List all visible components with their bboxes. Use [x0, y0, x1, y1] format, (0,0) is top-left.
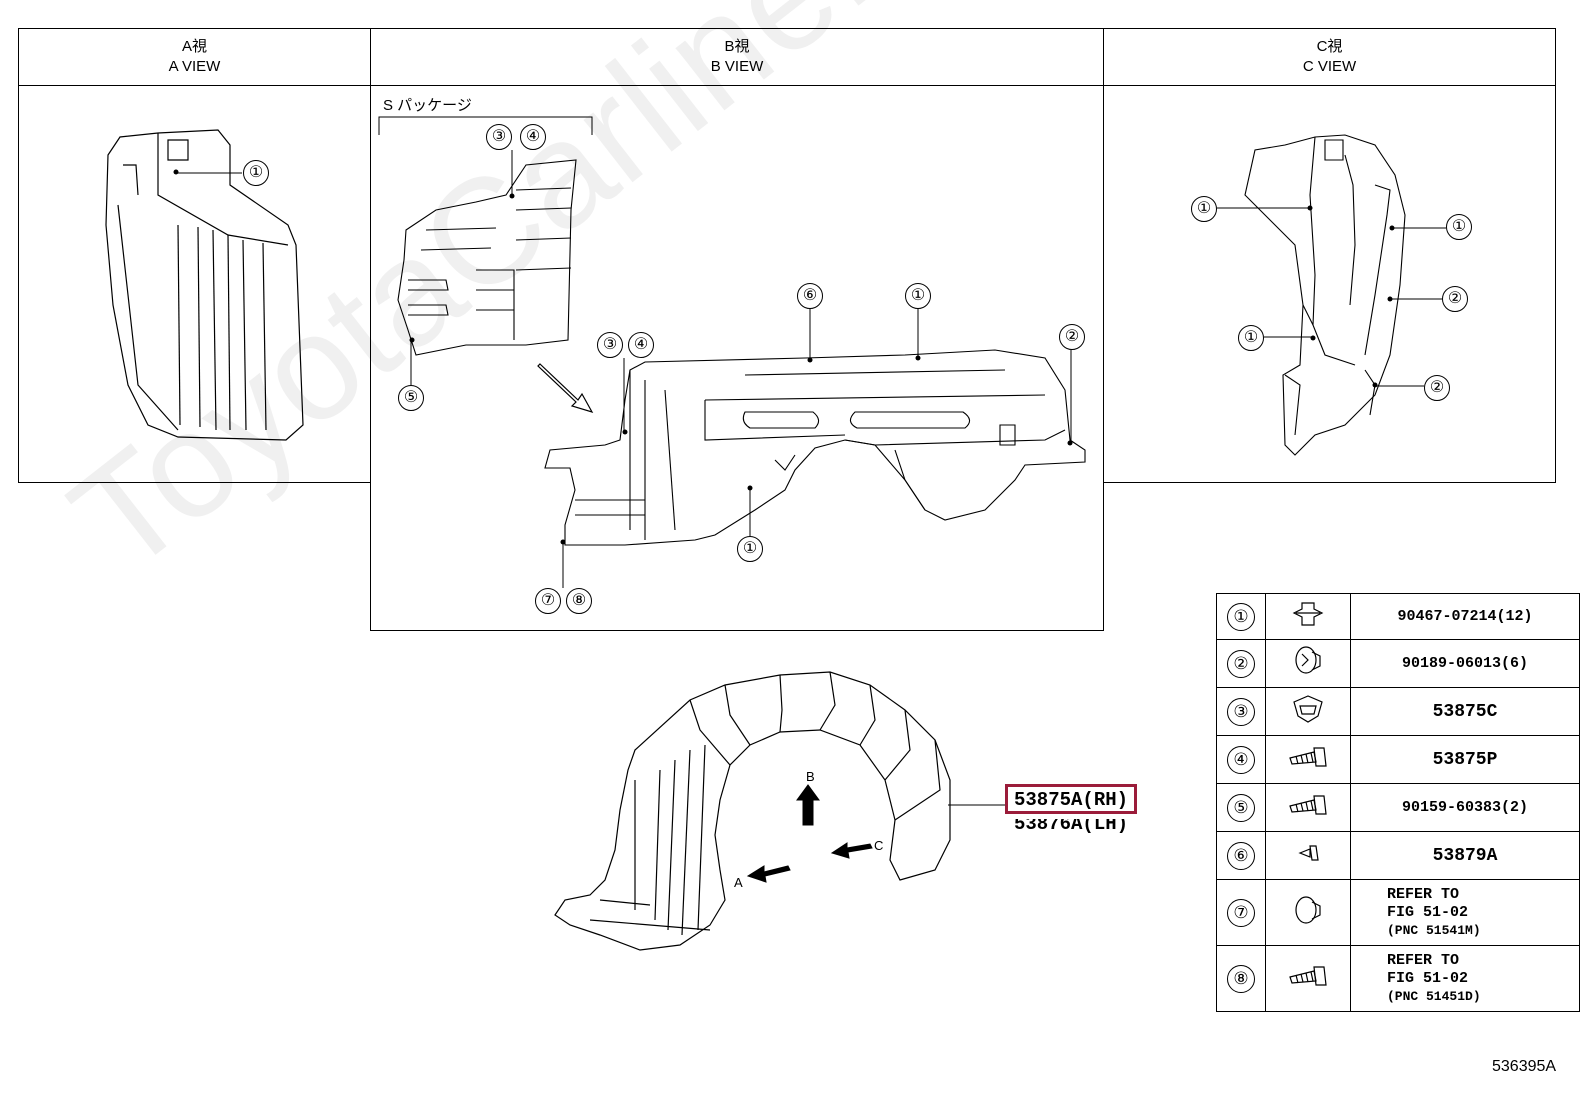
nut-clip-icon: [1295, 646, 1321, 674]
legend-refer-line2: FIG 51-02: [1387, 969, 1469, 987]
legend-row-8: ⑧ REFER TO FIG 51-02 (PNC 51451D): [1216, 945, 1580, 1012]
c-leader-1-right: [1392, 227, 1446, 229]
arrow-a-label: A: [734, 875, 743, 890]
b-inset-callout-3: ③: [486, 124, 512, 150]
c-leader-1-left-bottom: [1264, 336, 1314, 338]
b-callout-1-bottom: ①: [737, 536, 763, 562]
legend-row-4: ④ 53875P: [1216, 735, 1580, 784]
b-view-direction-arrow: [537, 363, 594, 413]
c-callout-2-upper: ②: [1442, 286, 1468, 312]
clip-icon: [1295, 896, 1321, 924]
legend-num: ③: [1227, 697, 1255, 726]
legend-refer-line3: (PNC 51541M): [1387, 922, 1481, 938]
c-view-panel: [1103, 85, 1556, 483]
nut-icon: [1293, 695, 1323, 723]
legend-refer-line1: REFER TO: [1387, 951, 1460, 969]
legend-row-1: ① 90467-07214(12): [1216, 593, 1580, 640]
b-callout-1-top: ①: [905, 283, 931, 309]
screw-icon: [1289, 747, 1327, 767]
b-callout-6: ⑥: [797, 283, 823, 309]
legend-num: ①: [1227, 602, 1255, 631]
small-clip-icon: [1298, 845, 1319, 861]
b-callout-7: ⑦: [535, 588, 561, 614]
a-view-en: A VIEW: [168, 58, 221, 75]
header-b-view: B視 B VIEW: [370, 28, 1104, 86]
legend-part[interactable]: 90159-60383(2): [1350, 783, 1580, 832]
part-number-rh-highlight[interactable]: [1005, 784, 1137, 814]
legend-num: ④: [1227, 745, 1255, 774]
b-inset-callout-4: ④: [520, 124, 546, 150]
c-callout-1-right: ①: [1446, 214, 1472, 240]
legend-part[interactable]: 90189-06013(6): [1350, 639, 1580, 688]
c-view-jp: C視: [1316, 38, 1343, 55]
a-view-jp: A視: [181, 38, 207, 55]
legend-row-6: ⑥ 53879A: [1216, 831, 1580, 880]
a-view-drawing: [105, 129, 304, 441]
legend-row-2: ② 90189-06013(6): [1216, 639, 1580, 688]
legend-part[interactable]: 53879A: [1350, 831, 1580, 880]
b-callout-4: ④: [628, 332, 654, 358]
figure-id: 536395A: [1492, 1058, 1557, 1075]
c-view-drawing: [1244, 134, 1406, 456]
c-callout-1-left-top: ①: [1191, 196, 1217, 222]
b-leader-34: [623, 358, 625, 432]
screw-icon: [1289, 795, 1327, 815]
c-view-en: C VIEW: [1302, 58, 1357, 75]
part-number-rh[interactable]: 53875A(RH): [1014, 789, 1129, 811]
legend-refer-line1: REFER TO: [1387, 885, 1460, 903]
legend-part[interactable]: 90467-07214(12): [1350, 593, 1580, 640]
arrow-b-label: B: [806, 769, 815, 784]
legend-part[interactable]: 53875C: [1350, 687, 1580, 736]
legend-refer-line3: (PNC 51451D): [1387, 988, 1481, 1004]
legend-num: ②: [1227, 649, 1255, 678]
a-view-callout-1: ①: [243, 160, 269, 186]
header-a-view: A視 A VIEW: [18, 28, 371, 86]
legend-row-5: ⑤ 90159-60383(2): [1216, 783, 1580, 832]
screw-icon: [1289, 966, 1327, 986]
b-view-en: B VIEW: [710, 58, 764, 75]
b-view-inset-drawing: [397, 159, 577, 356]
legend-num: ⑧: [1227, 964, 1255, 993]
legend-num: ⑥: [1227, 841, 1255, 870]
arrow-c-label: C: [874, 838, 884, 853]
b-inset-leader-5: [410, 342, 412, 385]
legend-row-7: ⑦ REFER TO FIG 51-02 (PNC 51541M): [1216, 879, 1580, 946]
legend-part[interactable]: 53875P: [1350, 735, 1580, 784]
fender-liner-drawing: [554, 671, 1005, 951]
c-callout-2-lower: ②: [1424, 375, 1450, 401]
b-leader-1-bottom: [749, 490, 751, 536]
clip-icon: [1292, 602, 1324, 626]
part-number-lh[interactable]: 53876A(LH): [1014, 813, 1129, 835]
legend-num: ⑤: [1227, 793, 1255, 822]
legend-refer-line2: FIG 51-02: [1387, 903, 1469, 921]
b-leader-6: [809, 309, 811, 359]
c-leader-2-lower: [1376, 385, 1424, 387]
b-callout-2: ②: [1059, 324, 1085, 350]
b-leader-2: [1070, 350, 1072, 442]
b-leader-1-top: [917, 309, 919, 357]
b-leader-78: [562, 544, 564, 588]
header-c-view: C視 C VIEW: [1103, 28, 1556, 86]
b-inset-callout-5: ⑤: [398, 385, 424, 411]
c-leader-2-upper: [1390, 298, 1442, 300]
s-package-bracket: [378, 116, 593, 135]
b-callout-3: ③: [597, 332, 623, 358]
c-callout-1-left-bottom: ①: [1238, 325, 1264, 351]
b-callout-8: ⑧: [566, 588, 592, 614]
legend-row-3: ③ 53875C: [1216, 687, 1580, 736]
b-view-jp: B視: [724, 38, 750, 55]
legend-num: ⑦: [1227, 898, 1255, 927]
s-package-label: S パッケージ: [383, 97, 472, 114]
fastener-legend-table: ① 90467-07214(12) ② 90189-06013(6) ③ 538…: [1216, 593, 1580, 1012]
c-leader-1-left-top: [1217, 207, 1309, 209]
b-inset-leader-34: [511, 150, 513, 195]
